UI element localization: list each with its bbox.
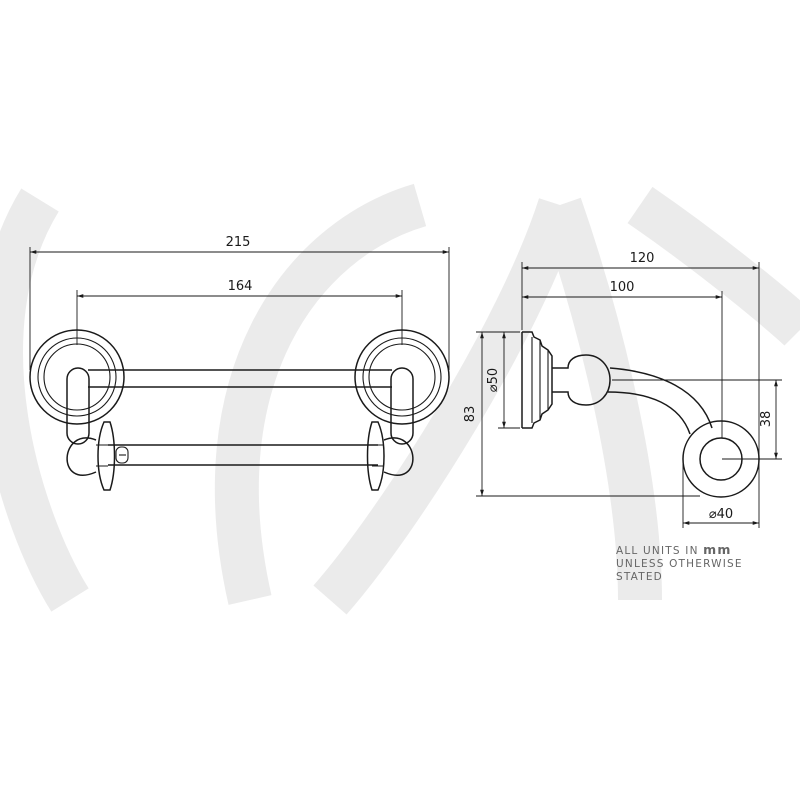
dim-overall-length: 215 bbox=[29, 235, 450, 370]
right-arm bbox=[390, 367, 414, 445]
dim-overall-length-label: 215 bbox=[226, 235, 251, 250]
dim-drop-height: 38 bbox=[612, 379, 782, 460]
left-end-cap bbox=[66, 421, 116, 491]
side-arm bbox=[607, 367, 713, 435]
dim-bar-centers-label: 164 bbox=[228, 279, 253, 294]
roller-clip bbox=[115, 446, 129, 464]
dim-end-diameter: ⌀40 bbox=[682, 462, 760, 528]
right-end-cap bbox=[366, 421, 414, 491]
watermark-logo bbox=[0, 183, 800, 615]
dim-rose-diameter-label: ⌀50 bbox=[486, 368, 501, 392]
dim-drop-height-label: 38 bbox=[759, 411, 774, 428]
units-note: ALL UNITS IN mm UNLESS OTHERWISE STATED bbox=[616, 543, 743, 584]
dim-rose-height-label: 83 bbox=[463, 406, 478, 423]
units-note-line2: UNLESS OTHERWISE bbox=[616, 558, 743, 570]
dim-projection-bar: 100 bbox=[522, 280, 723, 438]
main-bar bbox=[88, 369, 392, 388]
dim-end-diameter-label: ⌀40 bbox=[709, 507, 733, 522]
units-note-unit: mm bbox=[703, 542, 732, 557]
dim-projection-total: 120 bbox=[521, 251, 760, 459]
dim-projection-total-label: 120 bbox=[630, 251, 655, 266]
dim-rose-diameter: ⌀50 bbox=[486, 331, 520, 429]
dim-projection-bar-label: 100 bbox=[610, 280, 635, 295]
side-ball bbox=[552, 354, 611, 406]
side-rose bbox=[521, 331, 553, 429]
units-note-line1: ALL UNITS IN mm bbox=[616, 542, 732, 557]
left-arm bbox=[66, 367, 90, 445]
dim-bar-centers: 164 bbox=[76, 279, 403, 345]
units-note-line3: STATED bbox=[616, 571, 663, 583]
roller-bar bbox=[108, 444, 378, 466]
front-view bbox=[29, 329, 450, 491]
